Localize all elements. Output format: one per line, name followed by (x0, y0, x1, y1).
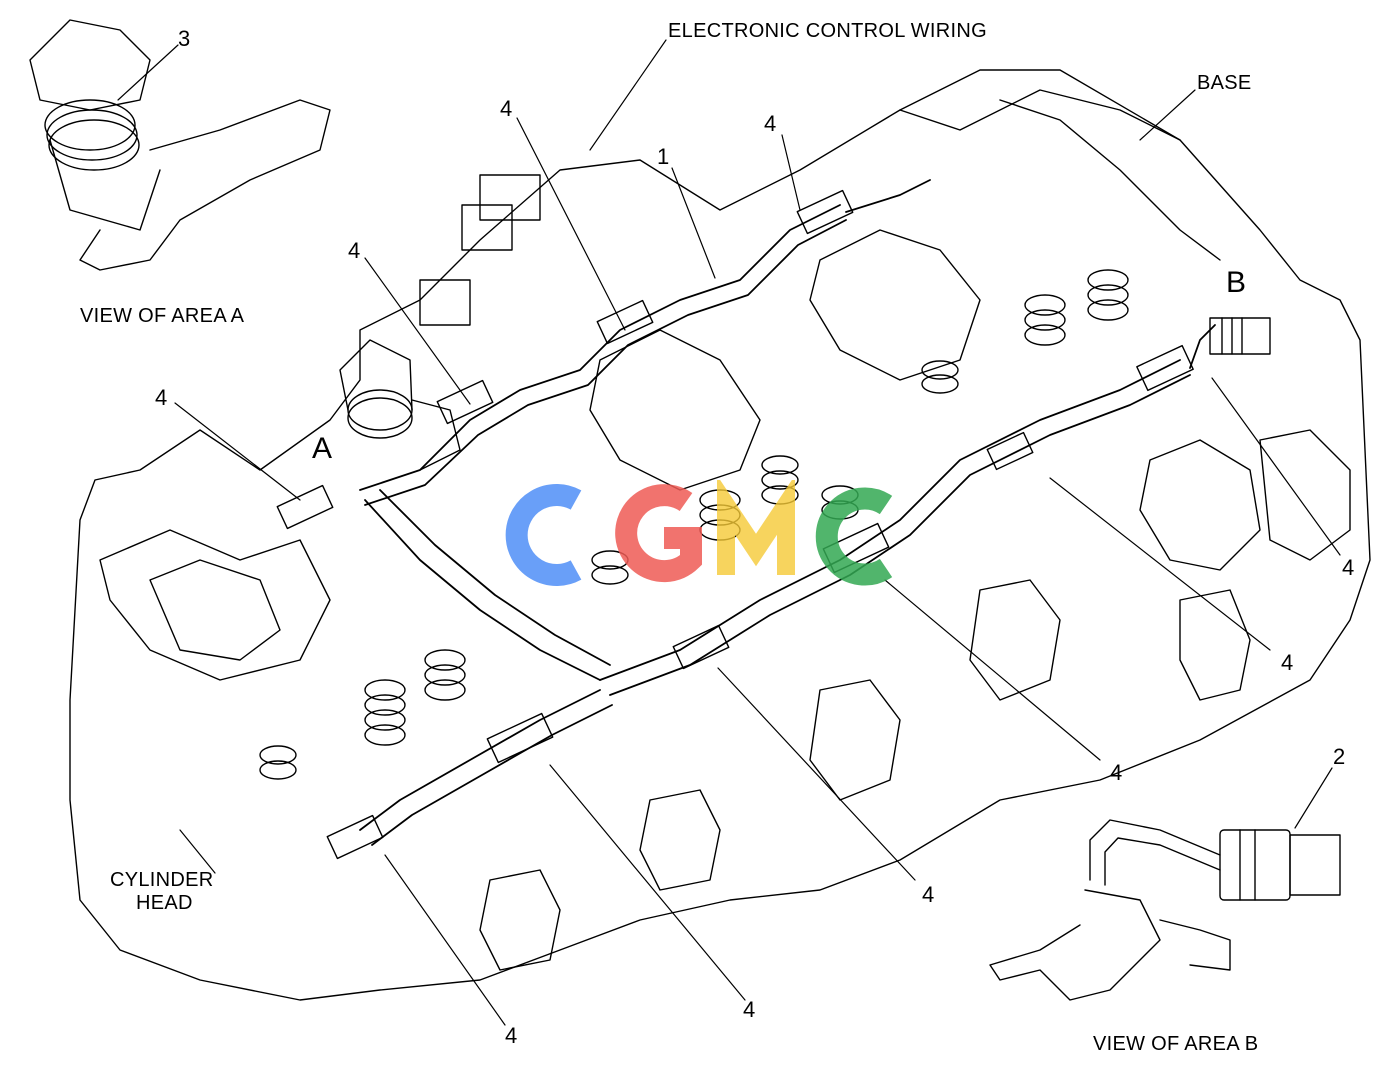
callout-4: 4 (743, 997, 756, 1022)
callout-4: 4 (764, 111, 777, 136)
sensor-connector-area-a (339, 339, 461, 471)
callout-4: 4 (1342, 555, 1355, 580)
callout-4: 4 (1281, 650, 1294, 675)
callout-1: 1 (657, 144, 670, 169)
area-a-marker: A (312, 432, 333, 465)
cylinder-label: CYLINDER (110, 869, 214, 891)
view-area-a-label: VIEW OF AREA A (80, 305, 245, 327)
wiring-harness (359, 179, 1216, 846)
inset-view-area-a (29, 19, 331, 271)
callout-4: 4 (500, 96, 513, 121)
watermark-letter-g-red (615, 484, 702, 583)
watermark-letter-c-green (815, 487, 893, 586)
top-connectors (419, 174, 541, 326)
head-label: HEAD (136, 892, 193, 914)
inset-view-area-b (989, 819, 1341, 1001)
cylinder-head-outline (69, 69, 1371, 1001)
sensor-area-b (1209, 317, 1271, 355)
base-label: BASE (1197, 72, 1252, 94)
callout-3: 3 (178, 26, 191, 51)
electronic-control-wiring-label: ELECTRONIC CONTROL WIRING (668, 20, 987, 42)
callout-4: 4 (1110, 760, 1123, 785)
callout-4: 4 (505, 1023, 518, 1048)
callout-4: 4 (922, 882, 935, 907)
callout-4: 4 (348, 238, 361, 263)
callout-4: 4 (155, 385, 168, 410)
area-b-marker: B (1226, 266, 1247, 299)
watermark-letter-c-blue (505, 484, 582, 586)
watermark-letter-m-yellow (717, 480, 795, 575)
view-area-b-label: VIEW OF AREA B (1093, 1033, 1259, 1055)
cgmc-watermark (505, 480, 893, 586)
callout-2: 2 (1333, 744, 1346, 769)
leader-lines (117, 39, 1341, 1026)
